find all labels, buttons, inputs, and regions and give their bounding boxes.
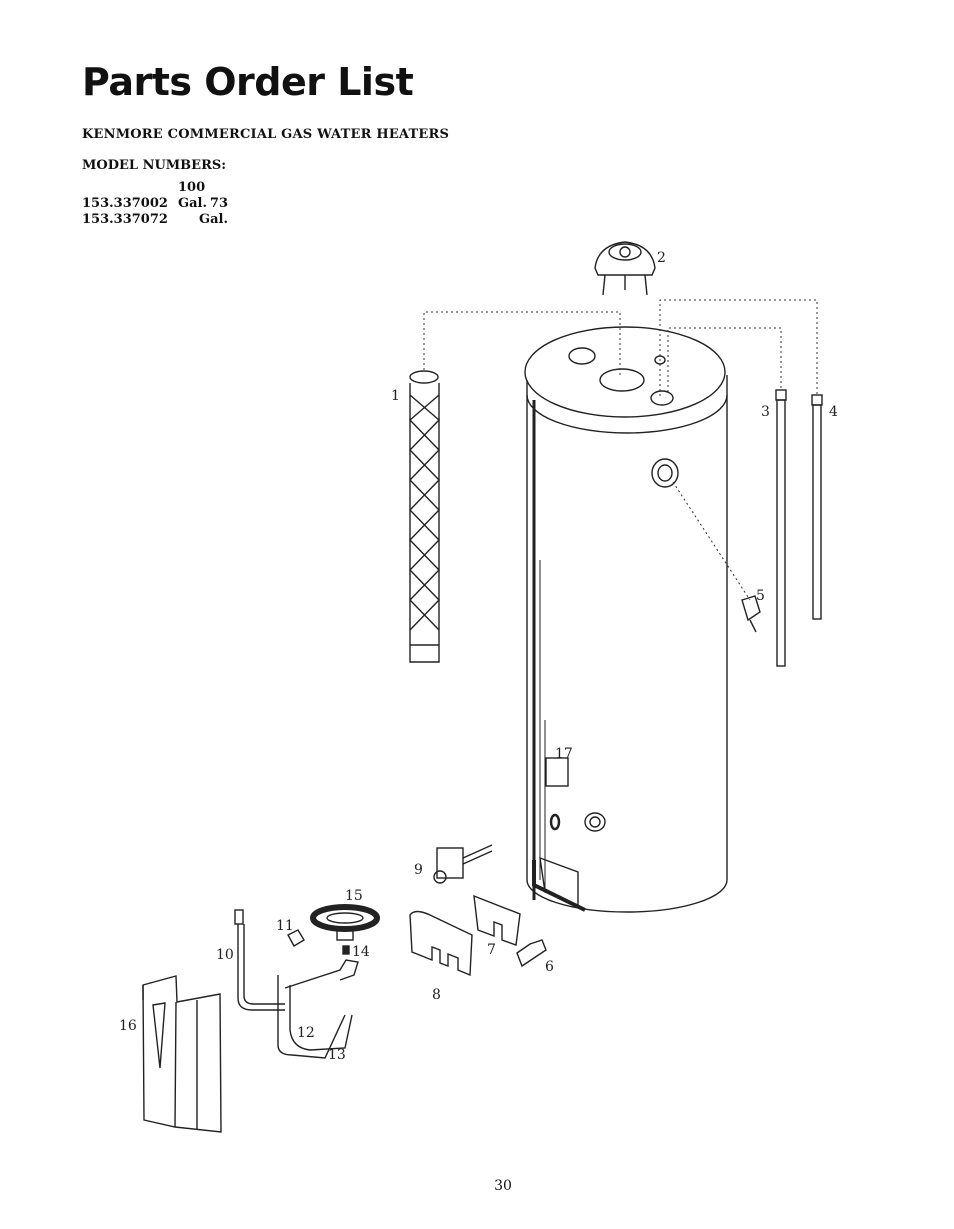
anode-rod (775, 389, 787, 667)
gas-control-valve (433, 844, 493, 884)
burner (310, 904, 380, 941)
subtitle: KENMORE COMMERCIAL GAS WATER HEATERS (82, 127, 450, 142)
model-numbers-label: MODEL NUMBERS: (82, 158, 227, 173)
manifold-tube (234, 909, 285, 1011)
callout-2: 2 (657, 250, 666, 266)
manifold-bracket (284, 959, 359, 989)
callout-15: 15 (345, 888, 363, 904)
callout-16: 16 (119, 1018, 137, 1034)
relief-valve (741, 595, 761, 633)
orifice (342, 945, 350, 955)
callout-4: 4 (829, 404, 838, 420)
model-number: 153.337002 (82, 196, 168, 211)
drain-valve (516, 939, 547, 968)
pilot-tube (289, 985, 353, 1051)
callout-14: 14 (352, 944, 370, 960)
callout-9: 9 (414, 862, 423, 878)
callout-17: 17 (555, 746, 573, 762)
page-title: Parts Order List (82, 60, 414, 104)
flue-baffle (408, 370, 441, 663)
leader-lines (423, 299, 818, 601)
flue-baffle-cap (594, 241, 656, 296)
model-number: 153.337072 (82, 212, 168, 227)
water-heater-tank (524, 326, 728, 913)
model-capacity: 73 Gal. (199, 196, 228, 227)
callout-3: 3 (761, 404, 770, 420)
callout-1: 1 (391, 388, 400, 404)
callout-6: 6 (545, 959, 554, 975)
callout-7: 7 (487, 942, 496, 958)
outer-jacket-panel (142, 975, 222, 1133)
outer-door (409, 910, 473, 977)
pilot-assembly (287, 929, 305, 947)
model-capacity: 100 Gal. (178, 180, 207, 211)
callout-13: 13 (328, 1047, 346, 1063)
callout-5: 5 (756, 588, 765, 604)
page-number: 30 (494, 1178, 512, 1194)
callout-12: 12 (297, 1025, 315, 1041)
anode-rod-secondary (811, 394, 823, 620)
model-row: 153.337002 100 Gal. (82, 180, 238, 212)
inner-door (473, 894, 521, 946)
model-row: 153.337072 73 Gal. (82, 196, 228, 228)
callout-8: 8 (432, 987, 441, 1003)
thermocouple (277, 975, 346, 1059)
callout-11: 11 (276, 918, 294, 934)
callout-10: 10 (216, 947, 234, 963)
